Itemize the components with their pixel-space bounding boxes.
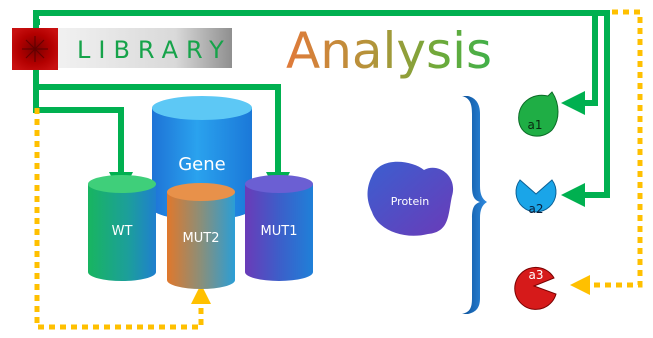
green-connectors [33, 10, 610, 207]
wt-cylinder-top [88, 175, 156, 193]
protein-label: Protein [391, 195, 430, 208]
mut2-label: MUT2 [183, 231, 220, 246]
curly-bracket [462, 96, 487, 314]
library-bar [44, 28, 232, 68]
mut1-database[interactable]: MUT1 [245, 175, 313, 281]
mut1-cylinder-top [245, 175, 313, 193]
library-label: LIBRARY [77, 36, 232, 64]
variant-a1-label: a1 [528, 118, 543, 132]
analysis-title: Analysis [286, 22, 492, 80]
dashed-connector-to-mut2 [34, 108, 211, 330]
variant-a2[interactable]: a2 [515, 179, 557, 216]
wt-label: WT [112, 224, 133, 239]
protein-blob [367, 161, 454, 236]
variant-a1[interactable]: a1 [518, 91, 559, 137]
wt-cylinder-body [88, 184, 156, 281]
connector-library-to-a2 [561, 10, 610, 207]
connector-library-to-mut1 [36, 84, 290, 196]
wt-database[interactable]: WT [88, 175, 156, 281]
mut2-cylinder-top [167, 183, 235, 201]
variant-a3-shape [514, 266, 557, 310]
dashed-connector-to-a3 [570, 9, 643, 295]
variant-a1-shape [518, 91, 559, 137]
variant-a2-shape [515, 179, 557, 213]
variant-a3[interactable]: a3 [514, 266, 557, 310]
mut2-cylinder-body [167, 192, 235, 289]
gene-cylinder-top [152, 96, 252, 120]
dashed-connectors [34, 9, 643, 330]
variant-a3-label: a3 [529, 268, 544, 282]
mut1-cylinder-body [245, 184, 313, 281]
protein-shape[interactable]: Protein [367, 161, 454, 236]
mut1-label: MUT1 [261, 224, 298, 239]
variant-a2-label: a2 [529, 202, 544, 216]
library-banner[interactable]: LIBRARY [12, 28, 232, 70]
library-icon-star [22, 36, 48, 62]
mut2-database[interactable]: MUT2 [167, 183, 235, 289]
gene-label: Gene [178, 154, 226, 175]
